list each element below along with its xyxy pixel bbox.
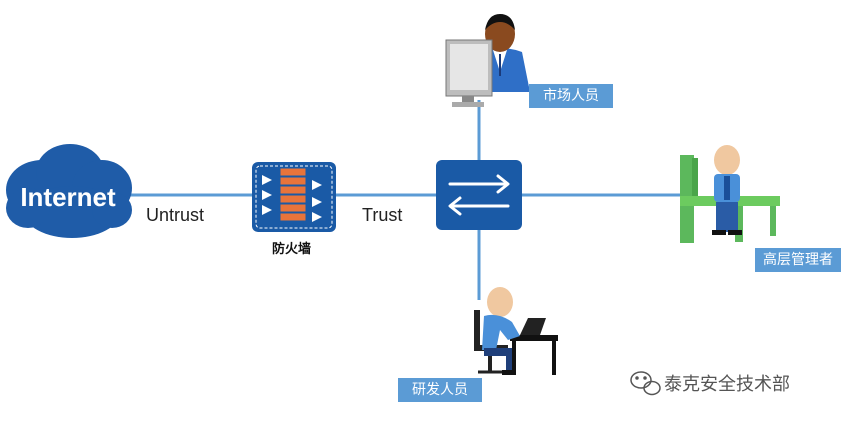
marketing-label: 市场人员 xyxy=(529,84,613,108)
firewall-icon xyxy=(252,162,336,232)
internet-cloud-icon: Internet xyxy=(6,144,132,238)
watermark-text: 泰克安全技术部 xyxy=(664,374,790,395)
internet-label: Internet xyxy=(20,182,116,212)
trust-zone-label: Trust xyxy=(362,205,403,225)
marketing-user-icon xyxy=(445,14,530,107)
management-user-icon xyxy=(680,145,780,243)
connection-lines xyxy=(122,100,680,300)
firewall-label: 防火墙 xyxy=(272,242,312,257)
rnd-label: 研发人员 xyxy=(398,378,482,402)
watermark: 泰克安全技术部 xyxy=(664,370,790,396)
wechat-icon xyxy=(630,371,661,396)
rnd-user-icon xyxy=(474,287,558,375)
switch-icon xyxy=(436,160,522,230)
untrust-zone-label: Untrust xyxy=(146,205,205,225)
management-label: 高层管理者 xyxy=(755,248,841,272)
